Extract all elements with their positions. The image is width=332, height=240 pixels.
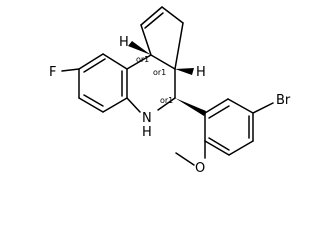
bond	[228, 140, 254, 156]
bond	[126, 97, 141, 113]
bond	[140, 6, 163, 26]
wedge-bond	[175, 98, 206, 116]
nitrogen-hydrogen-label: H	[142, 125, 152, 140]
nitrogen-atom-label: N	[142, 111, 152, 126]
bond	[61, 68, 80, 72]
molecule-structure: F N H Br O H H or1 or1 or1	[49, 6, 291, 176]
bond	[83, 94, 104, 107]
bond	[204, 140, 230, 156]
bond	[208, 105, 230, 119]
bond	[126, 54, 152, 70]
bond	[204, 98, 229, 114]
stereo-descriptor-label: or1	[160, 96, 173, 105]
bond	[83, 58, 106, 73]
bond	[157, 97, 176, 111]
bromine-atom-label: Br	[276, 93, 291, 108]
bond	[175, 152, 195, 166]
stereo-hydrogen-label: H	[196, 65, 206, 80]
bond	[102, 53, 128, 70]
bond	[102, 97, 128, 113]
oxygen-atom-label: O	[195, 161, 205, 176]
bond	[208, 137, 230, 151]
bond	[252, 102, 274, 114]
stereo-descriptor-label: or1	[153, 68, 166, 77]
bond	[140, 24, 152, 56]
stereo-hydrogen-label: H	[119, 35, 129, 50]
bond	[161, 6, 184, 24]
bond	[78, 53, 104, 70]
hashed-wedge-bond	[128, 41, 151, 55]
stereo-descriptor-label: or1	[136, 55, 149, 64]
bond	[150, 54, 176, 70]
bond	[174, 22, 184, 70]
bond	[78, 97, 104, 113]
bond	[144, 12, 164, 29]
bond	[227, 98, 254, 114]
hashed-wedge-bond	[175, 68, 194, 75]
fluorine-atom-label: F	[49, 65, 56, 80]
